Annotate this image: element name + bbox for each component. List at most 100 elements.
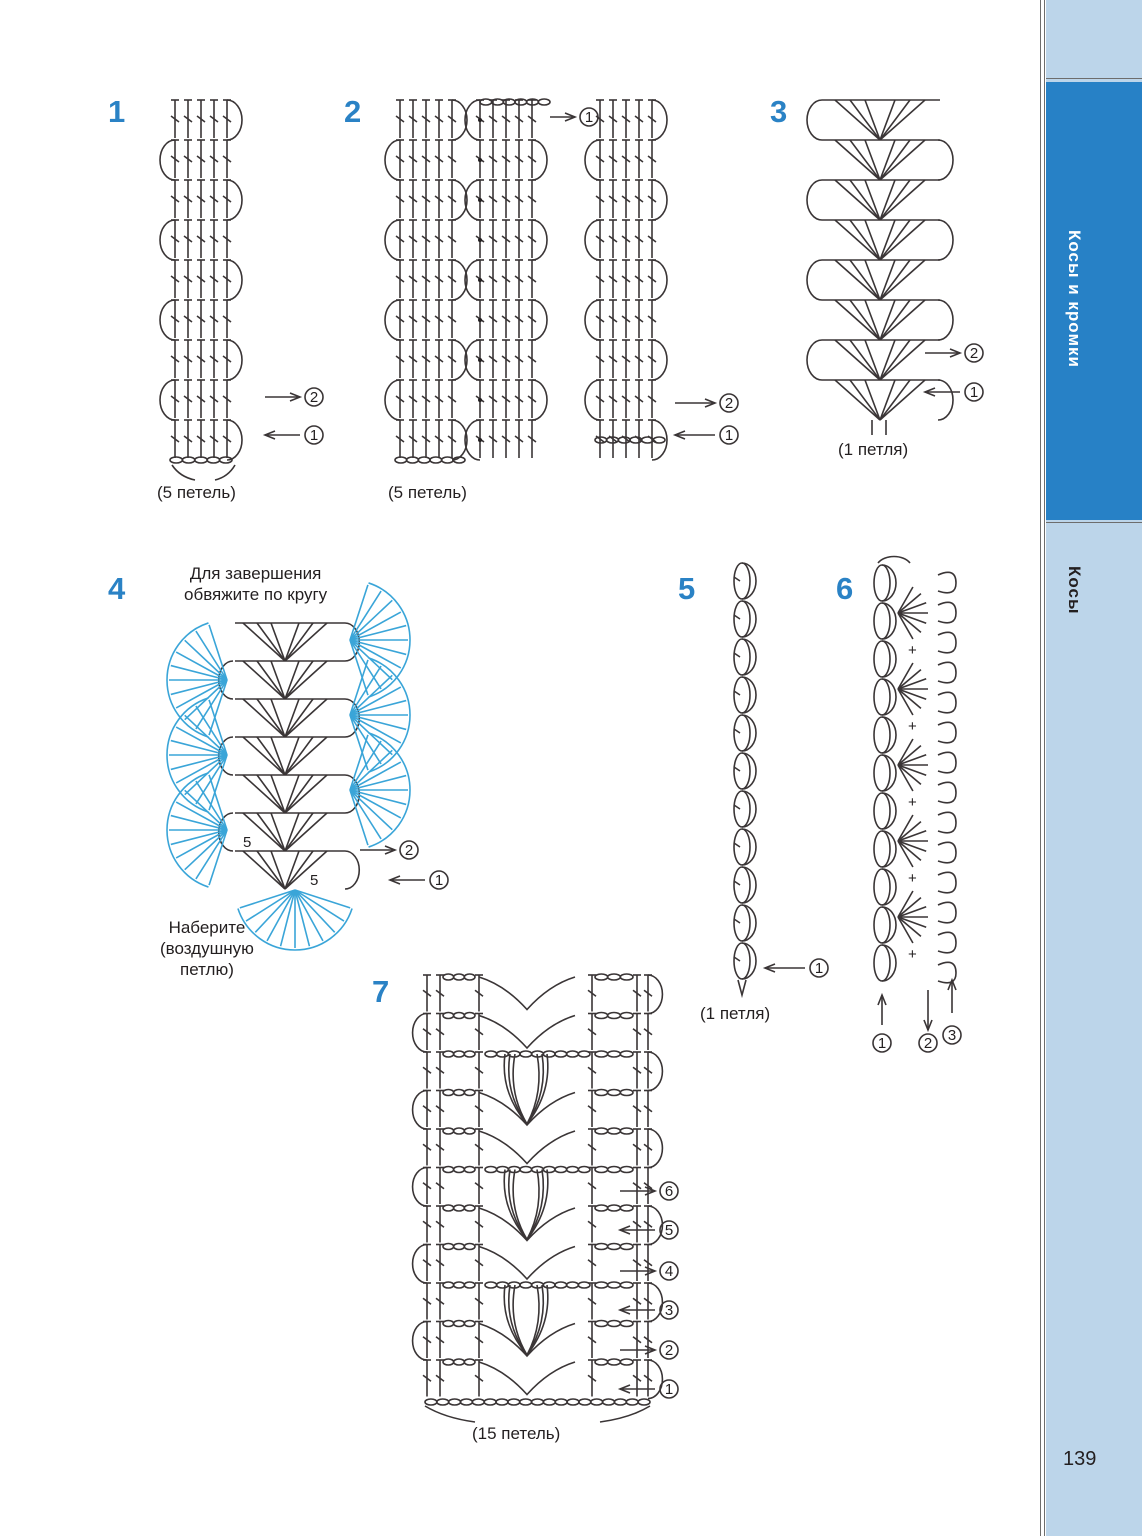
dc-fan	[834, 299, 881, 341]
dc-slash	[632, 1143, 642, 1151]
chain-loop	[218, 736, 234, 776]
dc-slash	[595, 235, 605, 243]
dc-slash	[474, 1105, 484, 1113]
dc-slash	[447, 395, 457, 403]
dc-slash	[408, 115, 418, 123]
chain-loop	[384, 299, 401, 341]
chain-stitch	[442, 1011, 455, 1020]
shell-stitch	[733, 828, 751, 866]
row-marker-circle	[399, 840, 419, 860]
dc-slash	[209, 315, 219, 323]
chain-stitch	[452, 1127, 466, 1135]
dc-slash	[474, 989, 484, 997]
turn-arrow	[877, 555, 911, 564]
bracket	[599, 1405, 651, 1423]
dc-fan	[897, 612, 914, 640]
dc-slash	[608, 315, 618, 323]
dc-fan	[897, 814, 914, 842]
dc-slash	[587, 1143, 597, 1151]
chain-stitch	[463, 1127, 476, 1135]
dc-fan	[879, 179, 926, 221]
chain-stitch	[452, 1011, 466, 1020]
dc-slash	[434, 435, 444, 443]
dc-slash	[621, 195, 631, 203]
dc-slash	[647, 155, 657, 163]
chain-loop	[531, 139, 548, 181]
dc-slash	[183, 435, 193, 443]
dc-slash	[222, 235, 232, 243]
picot-loop	[937, 961, 957, 984]
bracket	[424, 1405, 476, 1423]
chain-stitch	[606, 973, 622, 981]
dc-slash	[501, 315, 511, 323]
chain-stitch	[619, 1127, 634, 1135]
dc-slash	[434, 155, 444, 163]
blue-fan-stitch	[208, 754, 228, 811]
chain-stitch	[463, 1281, 476, 1289]
dc-slash	[435, 1105, 445, 1113]
sidebar-tab-braids-and-edgings[interactable]	[1046, 82, 1142, 520]
puff-stitch	[526, 1053, 540, 1125]
chain-stitch	[452, 1088, 466, 1097]
shell-stitch	[873, 830, 891, 868]
blue-fan-stitch	[184, 639, 228, 681]
dc-slash	[183, 315, 193, 323]
inner-label: 5	[243, 834, 251, 851]
sidebar-tab-label-braids[interactable]: Косы	[1065, 566, 1084, 615]
chain-stitch	[619, 1088, 634, 1097]
row-marker-number: 4	[665, 1263, 673, 1280]
dc-fan	[897, 905, 927, 918]
chain-stitch	[606, 1358, 622, 1366]
dc-slash	[647, 355, 657, 363]
dc-slash	[621, 315, 631, 323]
chain-loop	[651, 419, 668, 461]
picot-loop	[937, 661, 957, 684]
chain-loop	[464, 179, 481, 221]
dc-fan	[897, 764, 927, 777]
dc-fan	[879, 379, 911, 421]
puff-stitch	[526, 1169, 540, 1240]
chain-loop	[806, 99, 823, 141]
dc-slash	[632, 1297, 642, 1305]
chain-stitch	[554, 1050, 568, 1058]
chain-stitch	[463, 1358, 476, 1366]
chain-loop	[584, 299, 601, 341]
blue-fan-stitch	[349, 774, 407, 791]
row-marker-circle	[304, 387, 324, 407]
chain-stitch	[594, 1011, 609, 1020]
chain-loop	[464, 259, 481, 301]
chain-loop	[384, 379, 401, 421]
row-marker-circle	[964, 382, 984, 402]
blue-fan-stitch	[349, 584, 369, 641]
arrow-head	[672, 430, 686, 440]
dc-slash	[434, 195, 444, 203]
dc-slash	[435, 989, 445, 997]
row-marker-circle	[719, 393, 739, 413]
sidebar-separator	[1046, 78, 1142, 79]
dc-fan	[879, 219, 896, 261]
dc-fan	[897, 890, 914, 918]
chain-stitch	[218, 456, 233, 464]
dc-fan	[284, 698, 314, 738]
chain-stitch	[606, 1242, 622, 1251]
dc-slash	[170, 115, 180, 123]
dc-slash	[196, 275, 206, 283]
dc-slash	[408, 195, 418, 203]
dc-fan	[834, 379, 881, 421]
figure-3-diagram: 21	[806, 99, 984, 435]
dc-fan	[864, 299, 881, 341]
chain-loop	[159, 379, 176, 421]
figure-number-3: 3	[770, 94, 788, 129]
dc-slash	[514, 235, 524, 243]
blue-fan-stitch	[184, 714, 228, 756]
chain-stitch	[578, 1398, 592, 1406]
dc-fan	[284, 698, 300, 738]
chain-stitch	[537, 98, 551, 106]
chain-stitch	[452, 1319, 466, 1328]
chain-loop	[647, 1205, 664, 1246]
join-dot	[478, 398, 482, 402]
chain-stitch	[484, 1281, 498, 1289]
chain-stitch	[619, 1358, 634, 1366]
dc-fan	[284, 812, 328, 852]
sidebar-tab-label-active[interactable]: Косы и кромки	[1065, 230, 1084, 368]
